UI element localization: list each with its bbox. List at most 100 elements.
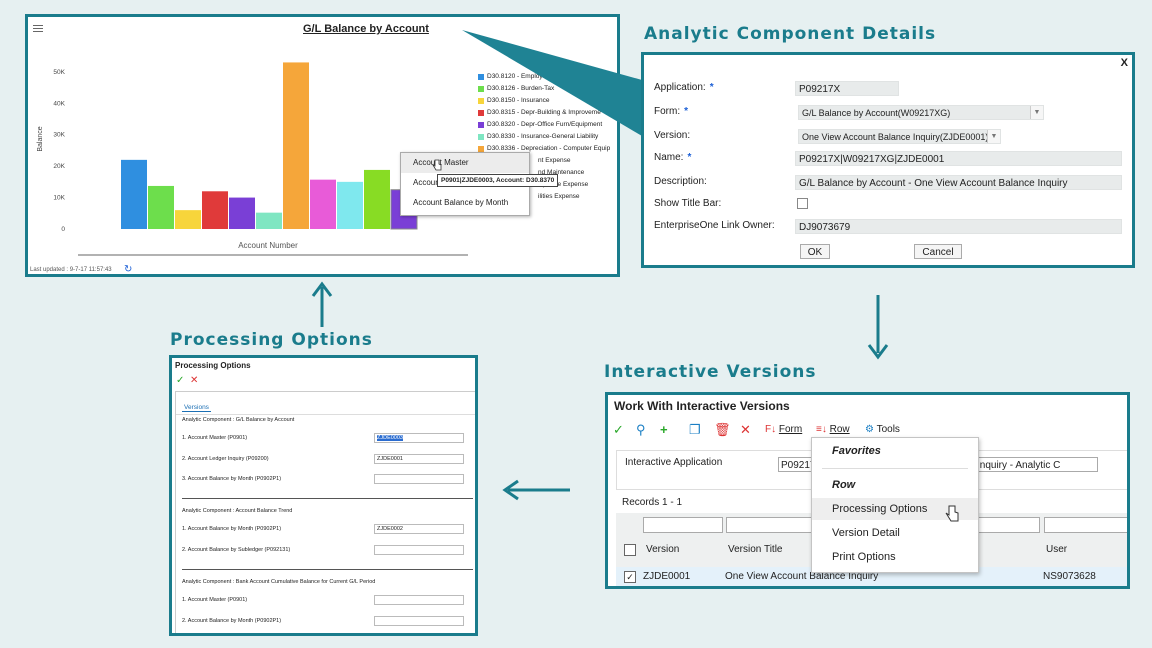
- chevron-down-icon[interactable]: ▼: [987, 130, 1000, 143]
- y-tick-label: 0: [61, 226, 65, 233]
- chart-bar[interactable]: [283, 62, 309, 229]
- menu-item-processing-options[interactable]: Processing Options: [832, 503, 928, 515]
- form-menu[interactable]: F↓ Form: [765, 424, 803, 435]
- menu-item-account-balance-by-month[interactable]: Account Balance by Month: [413, 198, 509, 207]
- legend-item[interactable]: D30.8126 - Burden-Tax: [478, 85, 554, 92]
- row-title: One View Account Balance Inquiry: [725, 571, 879, 582]
- legend-item[interactable]: nd Maintenance: [538, 169, 584, 176]
- cancel-x-icon[interactable]: ✕: [740, 422, 751, 437]
- versions-window-title: Work With Interactive Versions: [614, 399, 790, 413]
- po-account-master-input[interactable]: ZJDE0003: [374, 433, 464, 443]
- delete-icon[interactable]: 🗑: [714, 422, 731, 437]
- chart-bar[interactable]: [364, 169, 390, 229]
- heading-analytic-component-details: Analytic Component Details: [644, 24, 937, 44]
- name-field[interactable]: P09217X|W09217XG|ZJDE0001: [795, 151, 1122, 166]
- po-window-title: Processing Options: [175, 361, 251, 370]
- section-heading: Analytic Component : Account Balance Tre…: [182, 508, 293, 514]
- copy-icon[interactable]: ❐: [689, 422, 701, 437]
- application-field[interactable]: P09217X: [795, 81, 899, 96]
- search-icon[interactable]: ⚲: [636, 422, 646, 437]
- po-label: 1. Account Master (P0901): [182, 597, 248, 603]
- row-checkbox[interactable]: ✓: [624, 571, 636, 583]
- app-label: Interactive Application: [625, 457, 723, 468]
- legend-item[interactable]: D30.8150 - Insurance: [478, 97, 550, 104]
- legend-label: lephone Expense: [538, 181, 589, 188]
- legend-item[interactable]: lephone Expense: [538, 181, 588, 188]
- col-title-header[interactable]: Version Title: [728, 544, 783, 555]
- y-tick-label: 50K: [53, 69, 65, 76]
- menu-heading-favorites: Favorites: [832, 445, 881, 457]
- refresh-icon[interactable]: ↻: [124, 264, 133, 275]
- legend-item[interactable]: D30.8336 - Depreciation - Computer Equip: [478, 145, 610, 152]
- y-tick-label: 30K: [53, 132, 65, 139]
- y-axis-label: Balance: [37, 126, 44, 151]
- menu-heading-row: Row: [832, 479, 856, 491]
- y-tick-label: 40K: [53, 100, 65, 107]
- menu-item-version-detail[interactable]: Version Detail: [832, 527, 900, 539]
- po-ok-icon[interactable]: ✓: [176, 375, 185, 386]
- chart-bar[interactable]: [202, 191, 228, 229]
- legend-item[interactable]: D30.8120 - Employe: [478, 73, 546, 80]
- version-select[interactable]: One View Account Balance Inquiry(ZJDE000…: [798, 129, 1001, 144]
- x-axis-label: Account Number: [238, 241, 298, 250]
- po-label: 1. Account Balance by Month (P0902P1): [182, 526, 282, 532]
- ok-check-icon[interactable]: ✓: [613, 422, 624, 437]
- callout-wedge: [462, 30, 642, 136]
- heading-processing-options: Processing Options: [170, 330, 373, 350]
- legend-swatch: [478, 145, 484, 152]
- legend-item[interactable]: D30.8315 - Depr-Building & Improveme: [478, 109, 601, 116]
- po-label: 2. Account Balance by Month (P0902P1): [182, 618, 282, 624]
- hand-cursor-icon: [945, 505, 959, 522]
- add-icon[interactable]: +: [660, 422, 668, 437]
- po-cancel-icon[interactable]: ✕: [190, 375, 199, 386]
- section-heading: Analytic Component : Bank Account Cumula…: [182, 579, 376, 585]
- legend-label: D30.8126 - Burden-Tax: [487, 85, 555, 92]
- legend-item[interactable]: D30.8330 - Insurance-General Liability: [478, 133, 598, 140]
- legend-item[interactable]: ilities Expense: [538, 193, 580, 200]
- row-dropdown-menu: Favorites Row Processing Options Version…: [811, 437, 979, 573]
- filter-user-input[interactable]: [1044, 517, 1127, 533]
- tab-versions[interactable]: Versions: [182, 404, 211, 412]
- legend-label: D30.8150 - Insurance: [487, 97, 550, 104]
- chart-bar[interactable]: [229, 197, 255, 229]
- col-version-header[interactable]: Version: [646, 544, 680, 555]
- tools-menu[interactable]: ⚙ Tools: [865, 424, 900, 435]
- chart-bar[interactable]: [175, 210, 201, 229]
- legend-item[interactable]: D30.8320 - Depr-Office Furn/Equipment: [478, 121, 602, 128]
- ok-button[interactable]: OK: [800, 244, 830, 259]
- select-all-checkbox[interactable]: [624, 544, 636, 556]
- po-subledger-input[interactable]: [374, 545, 464, 555]
- col-user-header[interactable]: User: [1046, 544, 1068, 555]
- records-count: Records 1 - 1: [622, 497, 683, 508]
- filter-version-input[interactable]: [643, 517, 723, 533]
- po-bank-month-input[interactable]: [374, 616, 464, 626]
- show-title-bar-checkbox[interactable]: [797, 198, 808, 209]
- row-user: NS9073628: [1043, 571, 1096, 582]
- link-owner-field[interactable]: DJ9073679: [795, 219, 1122, 234]
- chart-bar[interactable]: [121, 159, 147, 229]
- description-field[interactable]: G/L Balance by Account - One View Accoun…: [795, 175, 1122, 190]
- last-updated: Last updated : 9-7-17 11:57:43: [30, 267, 112, 273]
- chevron-down-icon[interactable]: ▼: [1030, 106, 1043, 119]
- legend-item[interactable]: nt Expense: [538, 157, 571, 164]
- close-icon[interactable]: X: [1120, 57, 1128, 69]
- po-trend-month-input[interactable]: ZJDE0002: [374, 524, 464, 534]
- po-bank-master-input[interactable]: [374, 595, 464, 605]
- hamburger-menu-icon[interactable]: [33, 25, 43, 34]
- cancel-button[interactable]: Cancel: [914, 244, 962, 259]
- menu-item-print-options[interactable]: Print Options: [832, 551, 896, 563]
- hand-cursor-icon: [432, 159, 442, 171]
- legend-swatch: [478, 85, 484, 92]
- po-balance-month-input[interactable]: [374, 474, 464, 484]
- label-link-owner: EnterpriseOne Link Owner:: [654, 220, 775, 231]
- menu-item-account-master[interactable]: Account Master: [401, 153, 529, 173]
- table-row[interactable]: ✓ ZJDE0001 One View Account Balance Inqu…: [616, 567, 1127, 586]
- form-select[interactable]: G/L Balance by Account(W09217XG)▼: [798, 105, 1044, 120]
- chart-bar[interactable]: [337, 181, 363, 229]
- row-menu[interactable]: ≡↓ Row: [816, 424, 850, 435]
- label-application: Application:*: [654, 82, 714, 93]
- po-ledger-inquiry-input[interactable]: ZJDE0001: [374, 454, 464, 464]
- chart-bar[interactable]: [148, 185, 174, 229]
- chart-bar[interactable]: [256, 212, 282, 229]
- chart-bar[interactable]: [310, 179, 336, 229]
